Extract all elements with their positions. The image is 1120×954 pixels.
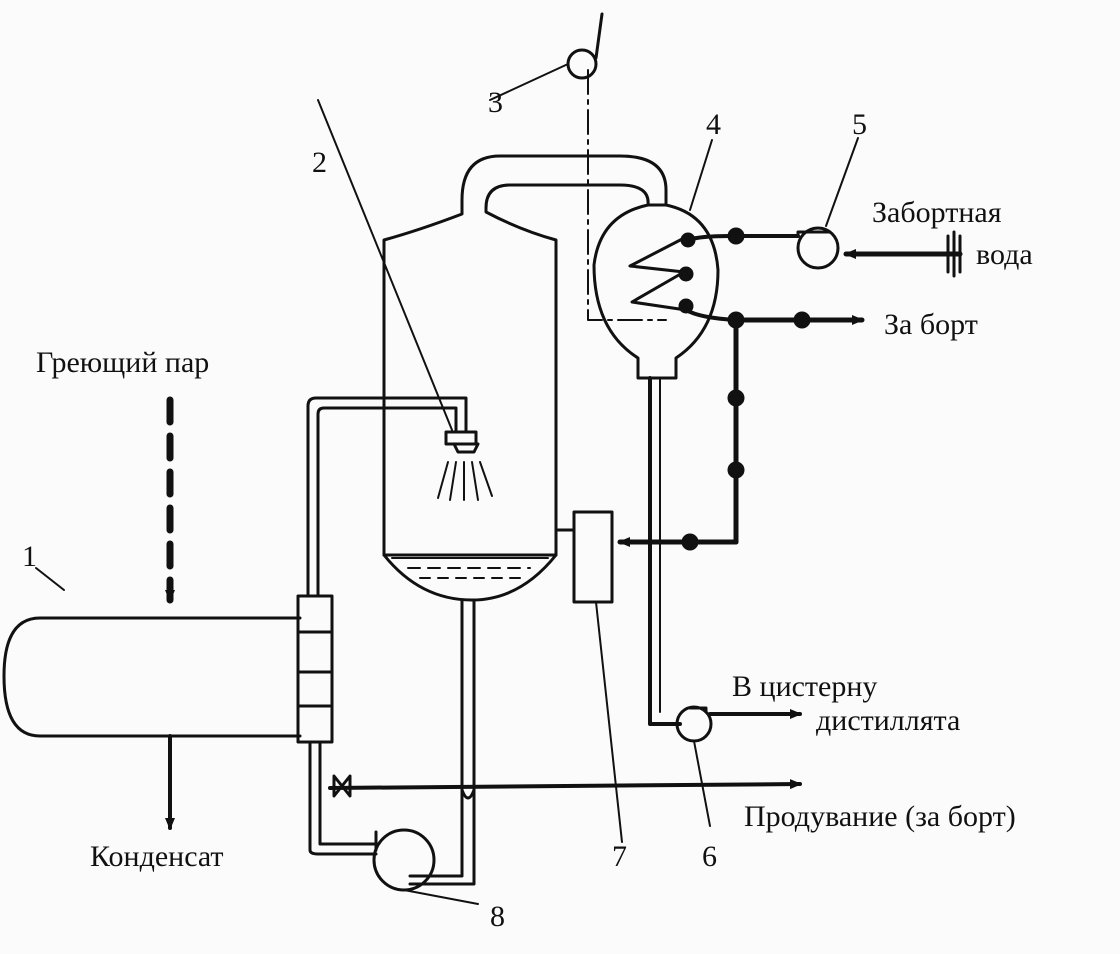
pump-8: [372, 828, 436, 892]
unit-7: [572, 510, 614, 604]
number-3: 3: [488, 86, 503, 119]
heating-steam-label: Греющий пар: [36, 346, 209, 379]
spray-nozzle-2: [444, 430, 478, 446]
blowdown-label: Продувание (за борт): [744, 800, 1016, 833]
blowdown-valve: [332, 774, 352, 798]
number-8: 8: [490, 900, 505, 933]
number-4: 4: [706, 108, 721, 141]
evaporator-vessel: [382, 154, 668, 602]
pump-3: [566, 48, 598, 80]
heater-header: [296, 594, 334, 744]
heater-1: [2, 616, 302, 738]
number-2: 2: [312, 146, 327, 179]
blowdown-line: [328, 779, 802, 790]
condenser-4: [592, 203, 720, 380]
number-6: 6: [702, 840, 717, 873]
seawater-label-1: Забортная: [872, 196, 1002, 229]
number-1: 1: [22, 540, 37, 573]
pump-5: [796, 226, 840, 270]
seawater-label-2: вода: [976, 238, 1033, 271]
number-7: 7: [612, 840, 627, 873]
number-5: 5: [852, 108, 867, 141]
feed-pipe: [306, 396, 468, 598]
condensate-label: Конденсат: [90, 840, 224, 873]
distillate-label-1: В цистерну: [732, 670, 877, 703]
overboard-label: За борт: [884, 308, 978, 341]
distillate-label-2: дистиллята: [816, 704, 960, 737]
